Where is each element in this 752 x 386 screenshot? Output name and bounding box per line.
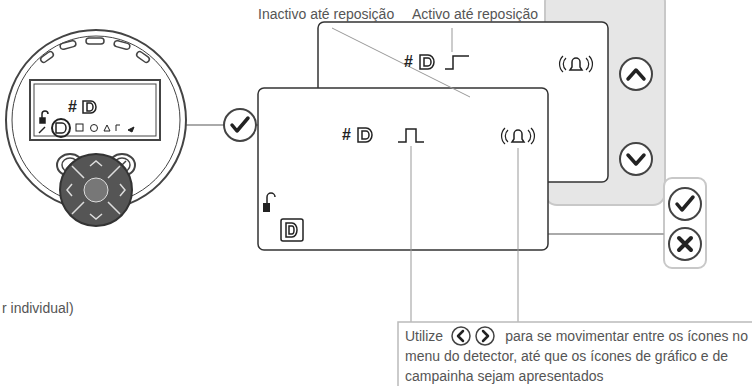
detector-device — [6, 30, 186, 226]
check-button — [669, 188, 701, 220]
callout-box: Utilizepara se movimentar entre os ícone… — [398, 322, 752, 386]
check-button — [224, 109, 256, 141]
leader-line — [332, 28, 470, 97]
cancel-button — [669, 228, 701, 260]
leader-line — [452, 28, 453, 52]
leader-line — [518, 148, 519, 322]
detector-number-symbol: # — [404, 54, 413, 70]
state-label: Activo até reposição — [412, 6, 538, 22]
callout-text: Utilize — [405, 328, 443, 344]
cut-off-note: r individual) — [2, 300, 74, 316]
lcd-screen-front — [258, 88, 548, 250]
connector-line — [547, 233, 664, 235]
state-label: Inactivo até reposição — [258, 6, 394, 22]
leader-line — [411, 146, 412, 322]
check-symbol — [232, 118, 248, 131]
detector-number-symbol: # — [342, 127, 351, 143]
up-button — [620, 58, 652, 90]
arrow-buttons-icon — [449, 326, 499, 346]
detector-number-symbol: # — [68, 99, 77, 115]
callout-outline — [398, 322, 752, 386]
button-bracket — [664, 178, 706, 268]
down-button — [620, 143, 652, 175]
